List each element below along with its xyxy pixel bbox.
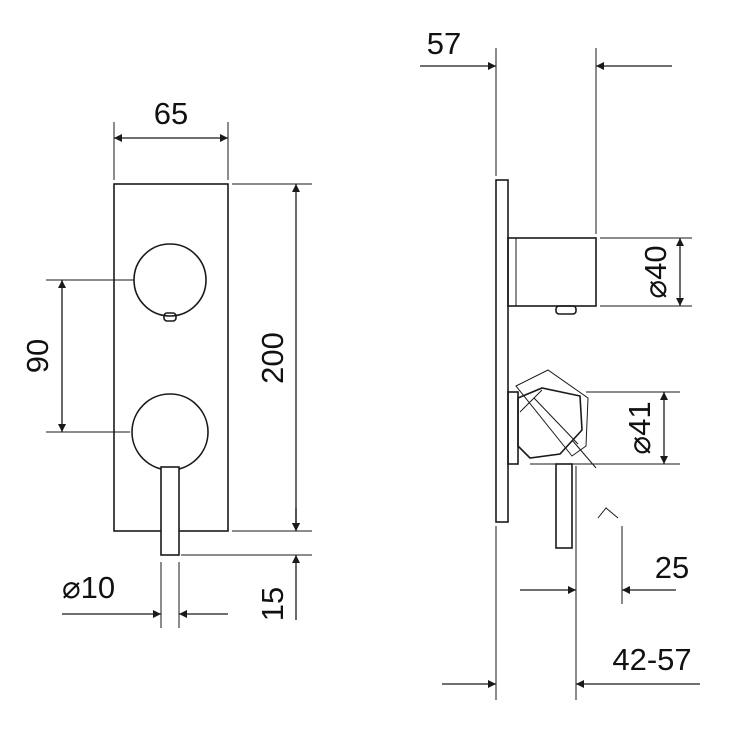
side-view: 57 ⌀40 ⌀41 25 42-57 [420,26,700,700]
dim-front-width: 65 [113,96,229,180]
dim-side-upper-diameter-label: ⌀40 [638,245,673,298]
dim-lever-projection-label: 15 [255,587,290,621]
side-lever [555,463,573,549]
dim-lever-projection: 15 [181,508,312,621]
dim-side-top-depth-label: 57 [427,26,461,61]
lever-handle [160,466,180,556]
dim-front-spacing-label: 90 [20,339,55,373]
dim-lever-diameter: ⌀10 [62,562,228,628]
side-plate [495,179,509,523]
front-view: 65 90 200 15 ⌀ [20,96,312,628]
rotation-indicator [597,507,619,519]
side-lower-knob [507,369,597,469]
side-upper-body [507,237,597,307]
dim-side-lower-diameter: ⌀41 [530,391,680,465]
dim-side-offset-label: 25 [655,550,689,585]
dim-side-lower-diameter-label: ⌀41 [622,401,657,454]
dim-lever-diameter-label: ⌀10 [62,570,115,605]
side-upper-screw [555,305,577,315]
dim-front-height-label: 200 [255,332,290,384]
dim-side-range-label: 42-57 [612,642,691,677]
dim-side-top-depth: 57 [420,26,672,234]
upper-knob [133,243,207,317]
upper-knob-screw [163,312,177,322]
dim-side-range: 42-57 [442,526,700,700]
dim-front-spacing: 90 [20,279,134,433]
dim-side-upper-diameter: ⌀40 [600,237,692,307]
dim-front-height: 200 [232,183,312,532]
lower-knob [131,393,209,471]
dim-side-offset: 25 [520,466,689,700]
dim-front-width-label: 65 [154,96,188,131]
